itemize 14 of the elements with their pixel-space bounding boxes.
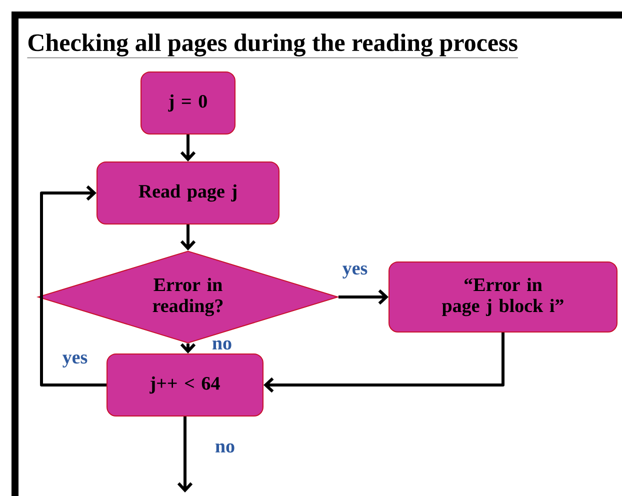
edge-label: yes (61, 353, 89, 369)
title: Checking all pages during the reading process (27, 34, 518, 58)
arrow (177, 416, 193, 492)
arrow (264, 332, 504, 393)
arrow (338, 289, 388, 305)
arrow (180, 224, 196, 250)
arrow (180, 134, 196, 162)
process-box: j++ < 64 (106, 354, 264, 416)
process-box: “Error in page j block i” (388, 262, 618, 332)
arrow (40, 185, 106, 386)
edge-label: yes (341, 264, 369, 280)
process-box: Read page j (96, 162, 280, 224)
edge-label: no (214, 442, 236, 454)
process-box: j = 0 (140, 72, 236, 134)
